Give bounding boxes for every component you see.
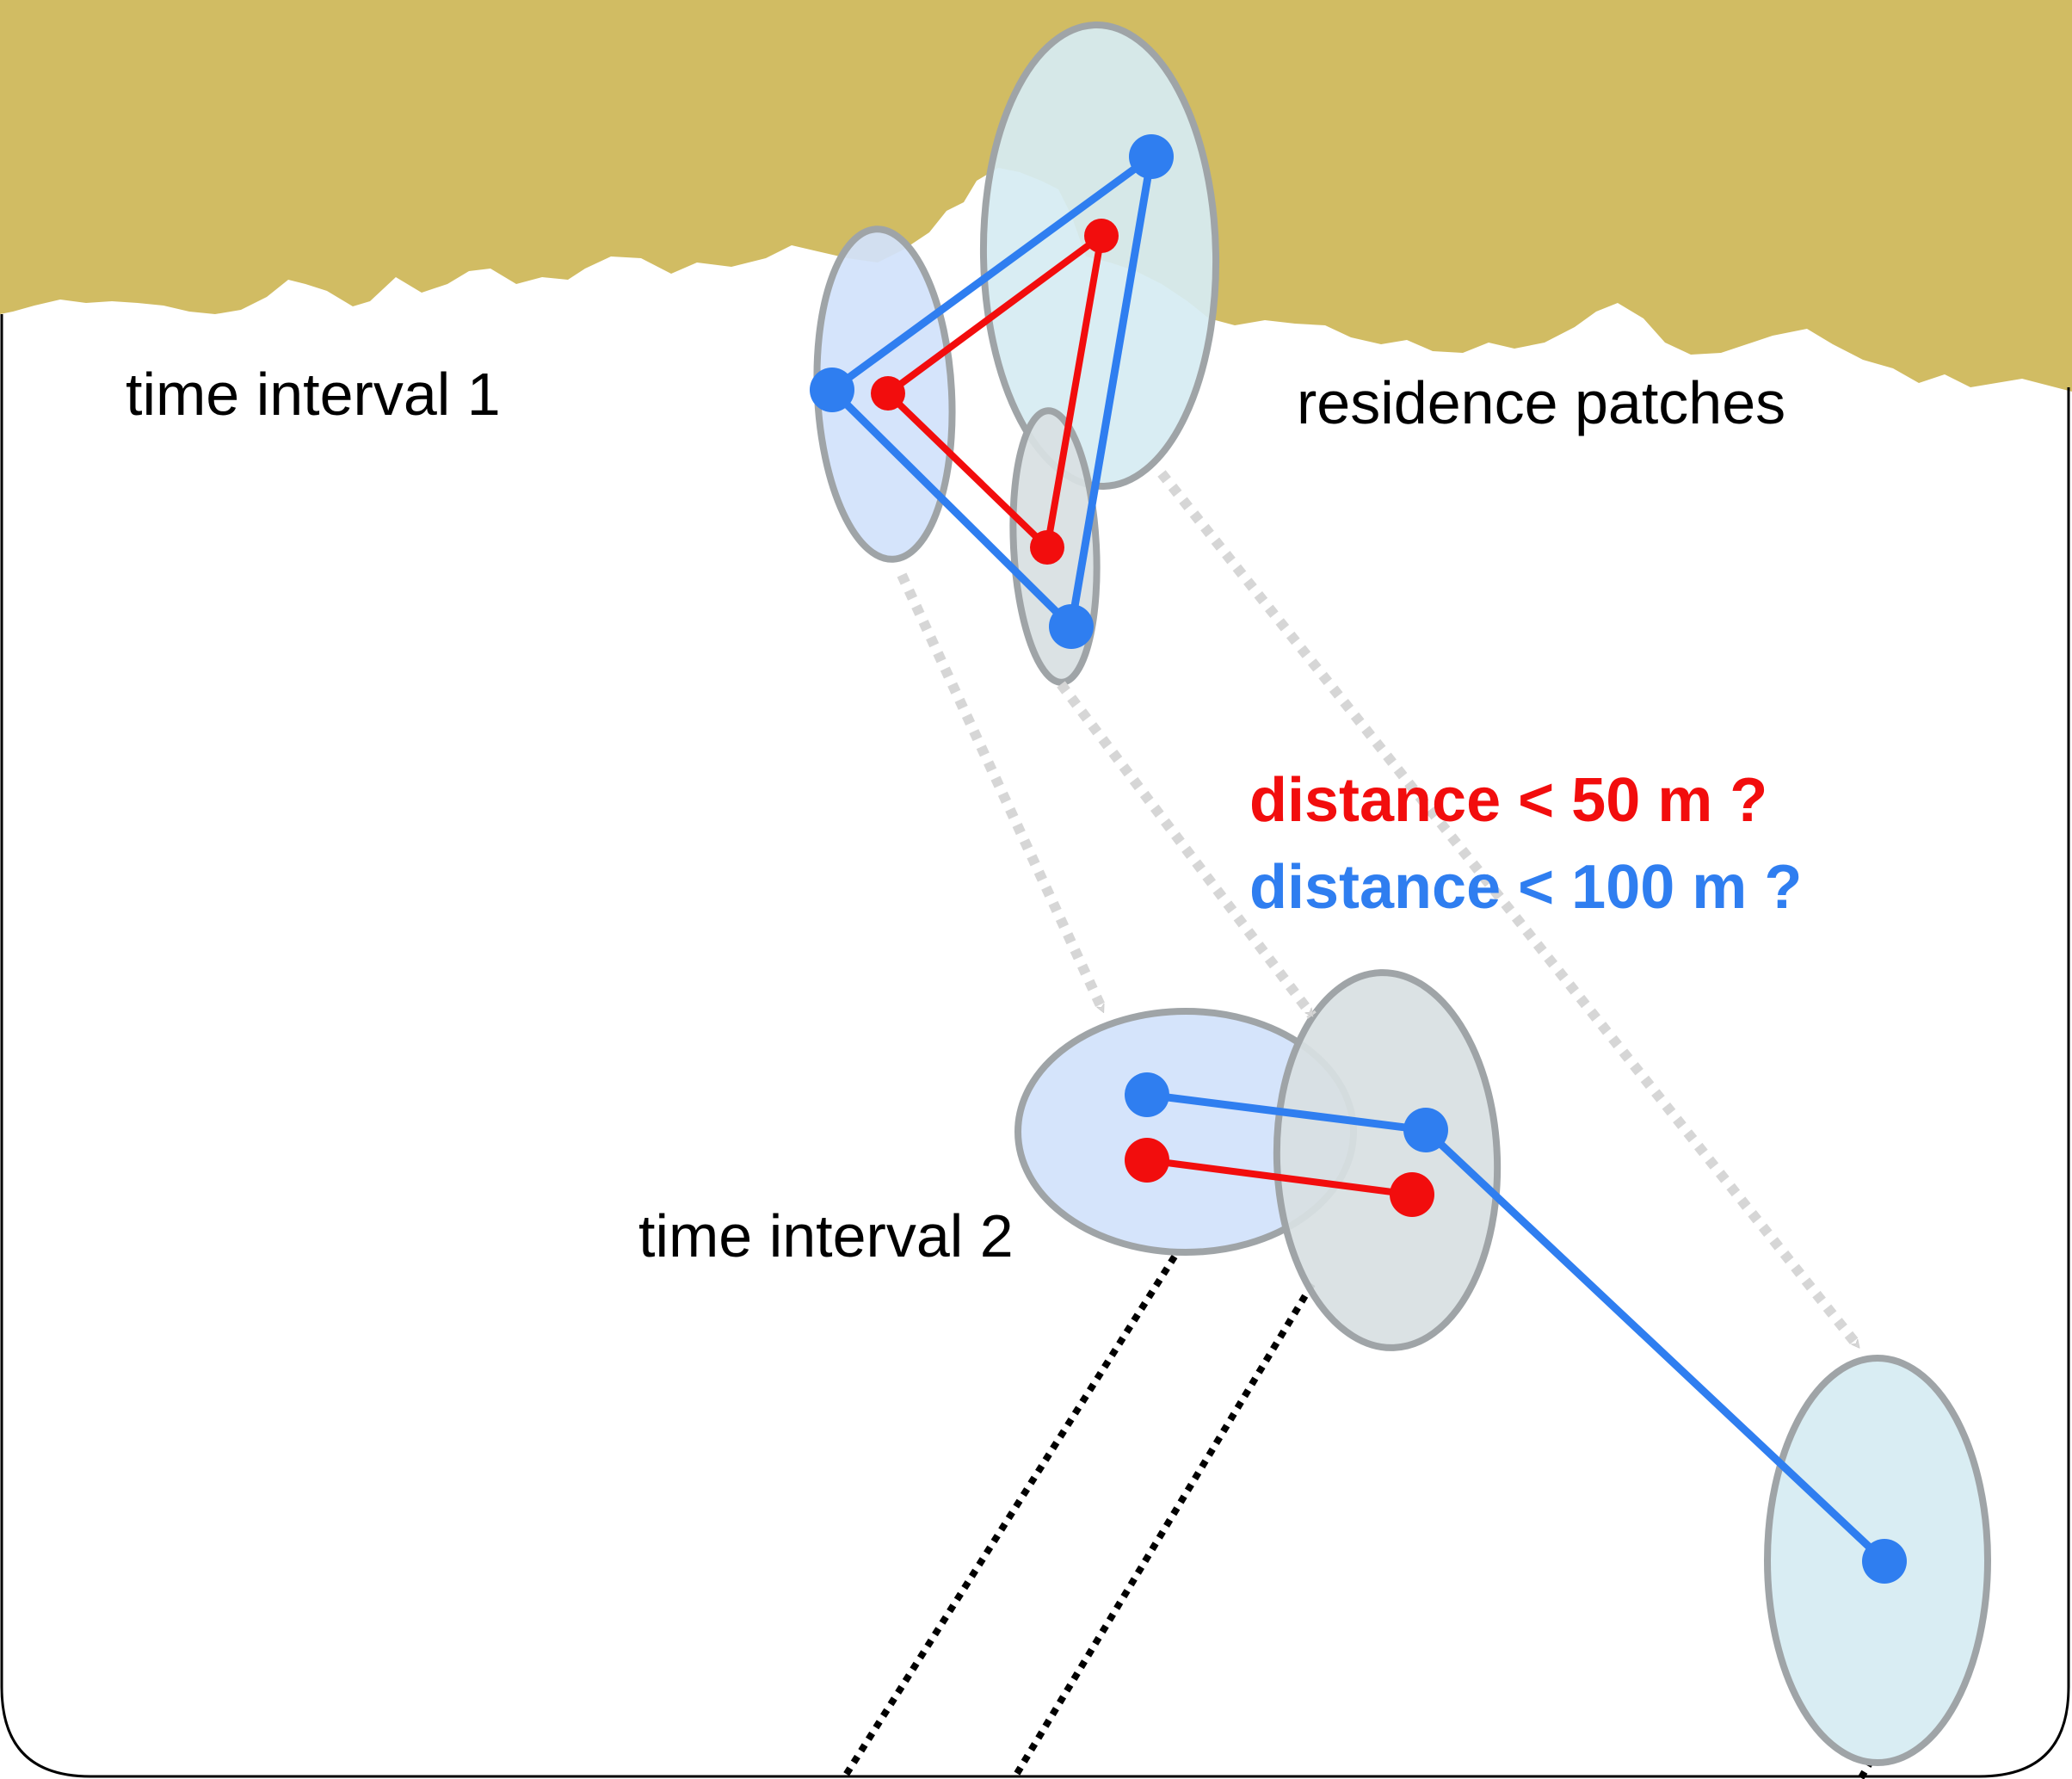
red-edge xyxy=(1044,235,1105,548)
blue-node xyxy=(1403,1108,1448,1152)
blue-edge xyxy=(829,153,1154,393)
track-line-1 xyxy=(840,1254,1178,1779)
blue-network xyxy=(829,153,1888,1565)
red-node xyxy=(1030,530,1064,565)
blue-edge xyxy=(1146,1090,1427,1134)
blue-node xyxy=(1862,1539,1907,1584)
red-node xyxy=(871,376,905,411)
movement-arrows xyxy=(897,470,1863,1350)
label-residence-patches: residence patches xyxy=(1297,369,1785,436)
red-node xyxy=(1390,1172,1434,1217)
frame-border xyxy=(0,314,2070,1778)
blue-node xyxy=(1049,604,1094,649)
blue-node xyxy=(810,368,854,412)
blue-node xyxy=(1125,1072,1169,1117)
patch-gray-bottom xyxy=(1273,969,1502,1351)
movement-arrow-1 xyxy=(897,572,1108,1014)
blue-edge xyxy=(829,386,1075,630)
blue-node xyxy=(1129,134,1174,179)
blue-nodes xyxy=(810,134,1907,1584)
red-nodes xyxy=(871,219,1434,1217)
blue-edge xyxy=(1422,1127,1888,1565)
label-time-interval-2: time interval 2 xyxy=(638,1202,1014,1269)
red-node xyxy=(1084,219,1119,253)
red-node xyxy=(1125,1138,1169,1183)
red-network xyxy=(885,232,1413,1198)
red-edge xyxy=(885,232,1104,397)
red-edge xyxy=(885,391,1050,550)
ground-band xyxy=(0,0,2072,392)
track-line-2 xyxy=(1010,1282,1316,1779)
movement-arrow-2 xyxy=(1057,681,1317,1019)
red-edge xyxy=(1146,1157,1413,1198)
label-distance-50: distance < 50 m ? xyxy=(1249,766,1767,835)
label-distance-100: distance < 100 m ? xyxy=(1249,853,1802,922)
blue-edge xyxy=(1067,156,1156,627)
movement-arrow-3 xyxy=(1157,470,1863,1350)
label-time-interval-1: time interval 1 xyxy=(126,361,501,428)
